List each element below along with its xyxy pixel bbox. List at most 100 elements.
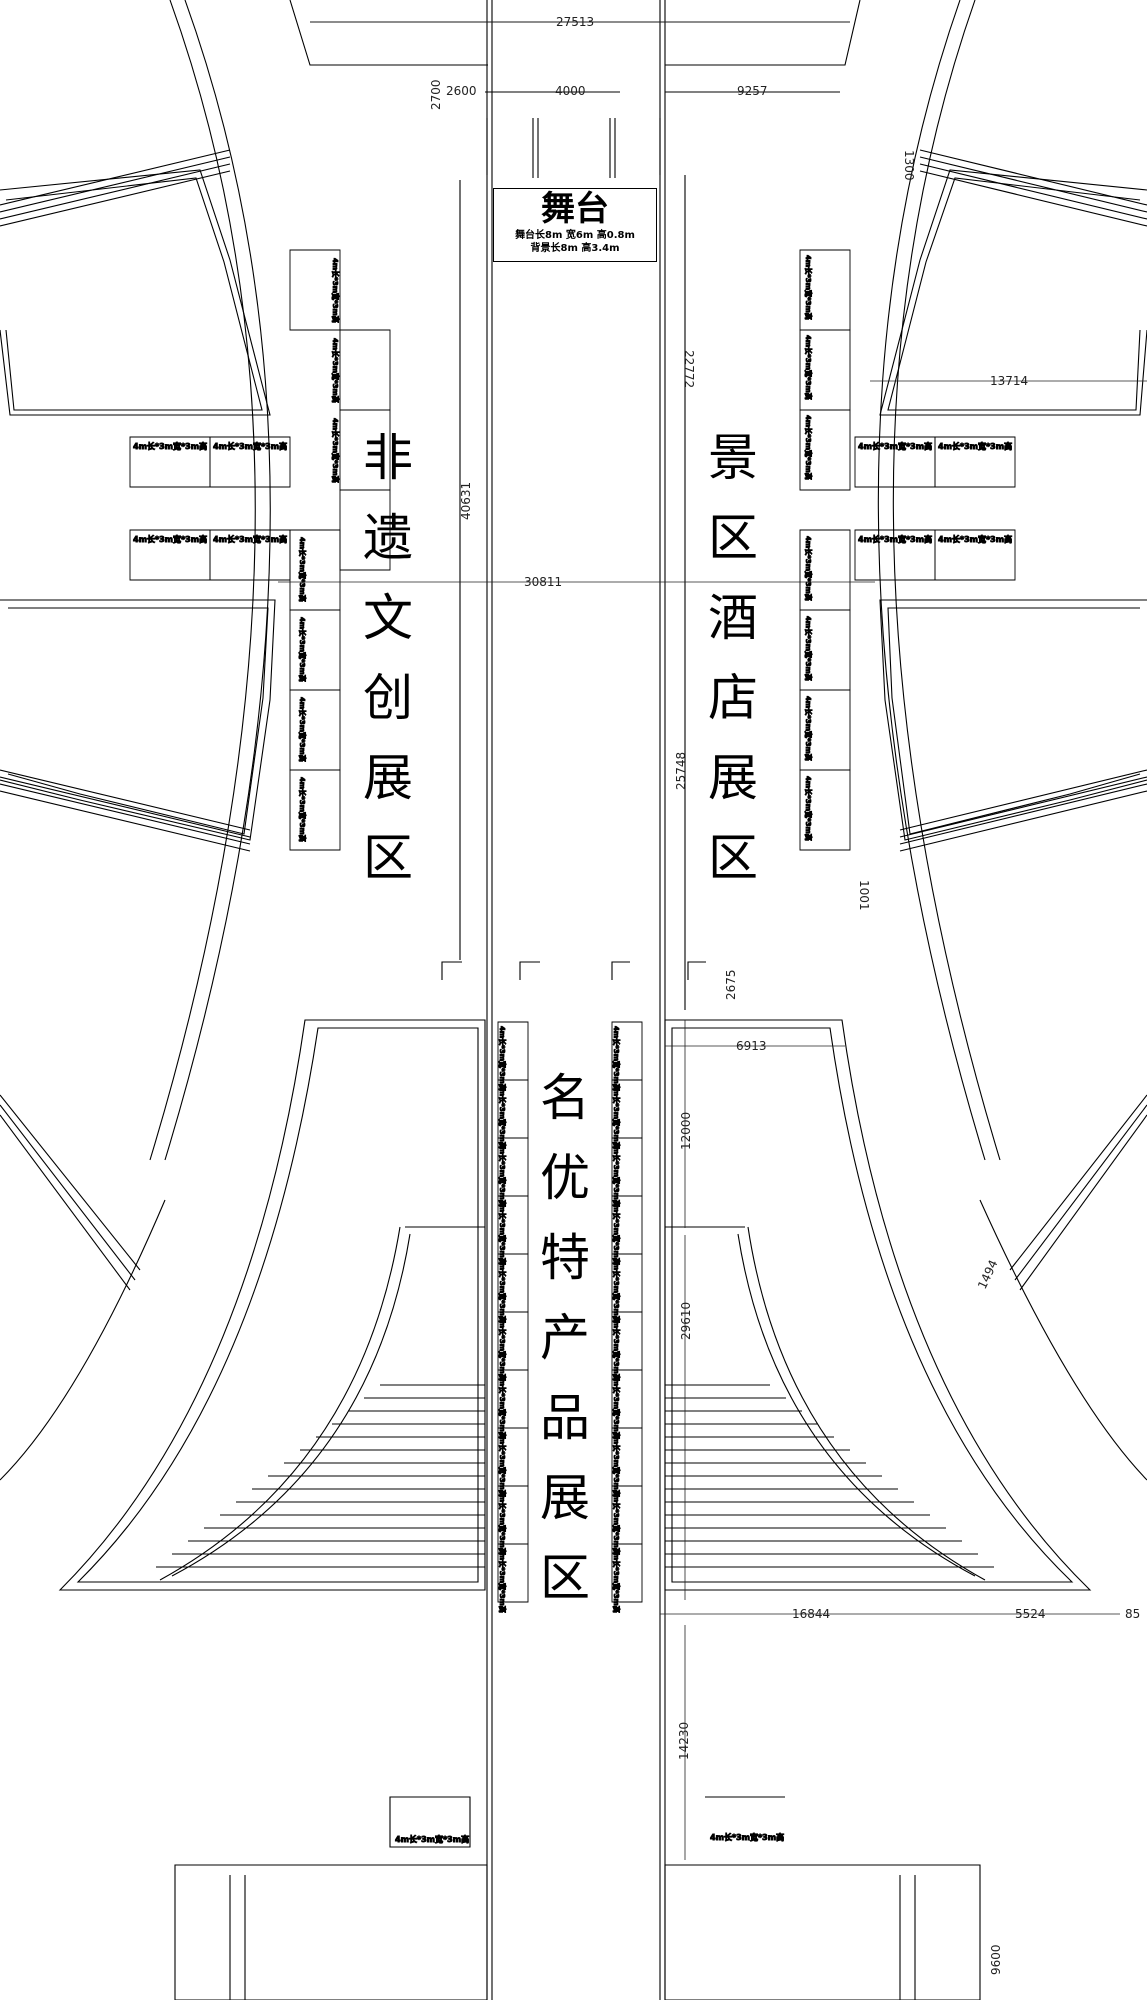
zone-label-intangible-heritage: 非 遗 文 创 展 区 [358, 418, 418, 898]
right-lower-fan [665, 1020, 1090, 1590]
zone-right-char: 酒 [708, 589, 758, 647]
booth-label: 4m长*3m宽*3m高 [498, 1432, 507, 1497]
dim-2600: 2600 [446, 84, 477, 98]
dim-1300: 1300 [902, 150, 916, 181]
top-right-block [665, 0, 860, 65]
booth-label: 4m长*3m宽*3m高 [498, 1316, 507, 1381]
booth-right-row [935, 530, 1015, 580]
booth-label: 4m长*3m宽*3m高 [804, 616, 813, 681]
outer-arc-right-inner [878, 0, 985, 1160]
zone-center-char: 区 [540, 1549, 590, 1607]
booth-label: 4m长*3m宽*3m高 [298, 697, 307, 762]
dim-30811: 30811 [524, 575, 562, 589]
zone-label-specialty-products: 名 优 特 产 品 展 区 [535, 1058, 595, 1618]
booth-left-upper [290, 250, 340, 330]
dim-top-width: 27513 [556, 15, 594, 29]
zone-center-char: 特 [540, 1229, 590, 1287]
booth-label: 4m长*3m宽*3m高 [498, 1200, 507, 1265]
zone-right-char: 景 [708, 429, 758, 487]
booth-label: 4m长*3m宽*3m高 [498, 1084, 507, 1149]
zone-right-char: 区 [708, 829, 758, 887]
dim-6913: 6913 [736, 1039, 767, 1053]
zone-left-char: 非 [363, 429, 413, 487]
booth-label: 4m长*3m宽*3m高 [498, 1548, 507, 1613]
dim-9257: 9257 [737, 84, 768, 98]
zone-left-char: 展 [363, 749, 413, 807]
dim-22772: 22772 [682, 350, 696, 388]
booth-label: 4m长*3m宽*3m高 [804, 536, 813, 601]
dim-1001: 1001 [857, 880, 871, 911]
left-lower-fan [60, 1020, 485, 1590]
booth-label: 4m长*3m宽*3m高 [804, 335, 813, 400]
booth-label: 4m长*3m宽*3m高 [710, 1832, 784, 1842]
zone-left-char: 创 [363, 669, 413, 727]
dim-9600: 9600 [989, 1944, 1003, 1975]
booth-label: 4m长*3m宽*3m高 [612, 1026, 621, 1091]
booth-label: 4m长*3m宽*3m高 [298, 617, 307, 682]
booth-left-lower [290, 690, 340, 770]
booth-label: 4m长*3m宽*3m高 [498, 1490, 507, 1555]
dim-1494: 1494 [975, 1258, 1001, 1292]
dim-2700: 2700 [429, 79, 443, 110]
stage-size: 舞台长8m 宽6m 高0.8m [515, 230, 635, 241]
zone-label-scenic-hotel: 景 区 酒 店 展 区 [703, 418, 763, 898]
booth-label: 4m长*3m宽*3m高 [498, 1142, 507, 1207]
zone-center-char: 品 [540, 1389, 590, 1447]
zone-right-char: 区 [708, 509, 758, 567]
booth-center-left [498, 1544, 528, 1602]
dim-13714: 13714 [990, 374, 1028, 388]
zone-right-char: 店 [708, 669, 758, 727]
booth-label: 4m长*3m宽*3m高 [133, 534, 207, 544]
dim-4000: 4000 [555, 84, 586, 98]
stage-box: 舞台 舞台长8m 宽6m 高0.8m 背景长8m 高3.4m [493, 188, 657, 262]
booth-label: 4m长*3m宽*3m高 [498, 1374, 507, 1439]
booth-label: 4m长*3m宽*3m高 [612, 1374, 621, 1439]
dim-12000: 12000 [679, 1112, 693, 1150]
booth-right-upper [800, 410, 850, 490]
zone-center-char: 展 [540, 1469, 590, 1527]
booth-label: 4m长*3m宽*3m高 [298, 777, 307, 842]
dim-5524: 5524 [1015, 1607, 1046, 1621]
booth-left-lower [290, 610, 340, 690]
booth-label: 4m长*3m宽*3m高 [804, 415, 813, 480]
booth-label: 4m长*3m宽*3m高 [395, 1834, 469, 1844]
booth-left-lower [290, 770, 340, 850]
dim-40631: 40631 [459, 482, 473, 520]
stage-title: 舞台 [541, 189, 609, 229]
zone-left-char: 区 [363, 829, 413, 887]
booth-label: 4m长*3m宽*3m高 [498, 1258, 507, 1323]
booth-right-row [935, 437, 1015, 487]
booth-center-right [612, 1544, 642, 1602]
booth-label: 4m长*3m宽*3m高 [133, 441, 207, 451]
dim-25748: 25748 [674, 752, 688, 790]
stair-hatching [156, 1385, 994, 1567]
booth-right-lower [800, 770, 850, 850]
booth-left-row [210, 437, 290, 487]
booth-label: 4m长*3m宽*3m高 [858, 534, 932, 544]
booth-label: 4m长*3m宽*3m高 [938, 441, 1012, 451]
booth-label: 4m长*3m宽*3m高 [331, 338, 340, 403]
booth-left-upper [340, 330, 390, 410]
dim-2675: 2675 [724, 969, 738, 1000]
booth-label: 4m长*3m宽*3m高 [612, 1316, 621, 1381]
booth-label: 4m长*3m宽*3m高 [213, 441, 287, 451]
booth-label: 4m长*3m宽*3m高 [804, 255, 813, 320]
zone-right-char: 展 [708, 749, 758, 807]
booth-label: 4m长*3m宽*3m高 [298, 537, 307, 602]
top-left-block [290, 0, 488, 65]
zone-center-char: 名 [540, 1069, 590, 1127]
dim-14230: 14230 [677, 1722, 691, 1760]
booth-label: 4m长*3m宽*3m高 [213, 534, 287, 544]
booth-left-lower [290, 530, 340, 610]
zone-center-char: 产 [540, 1309, 590, 1367]
outer-arc-left [150, 0, 255, 1160]
booth-label: 4m长*3m宽*3m高 [938, 534, 1012, 544]
booth-label: 4m长*3m宽*3m高 [612, 1200, 621, 1265]
booth-label: 4m长*3m宽*3m高 [612, 1432, 621, 1497]
zone-center-char: 优 [540, 1149, 590, 1207]
booth-label: 4m长*3m宽*3m高 [331, 418, 340, 483]
booth-label: 4m长*3m宽*3m高 [612, 1084, 621, 1149]
zone-left-char: 遗 [363, 509, 413, 567]
